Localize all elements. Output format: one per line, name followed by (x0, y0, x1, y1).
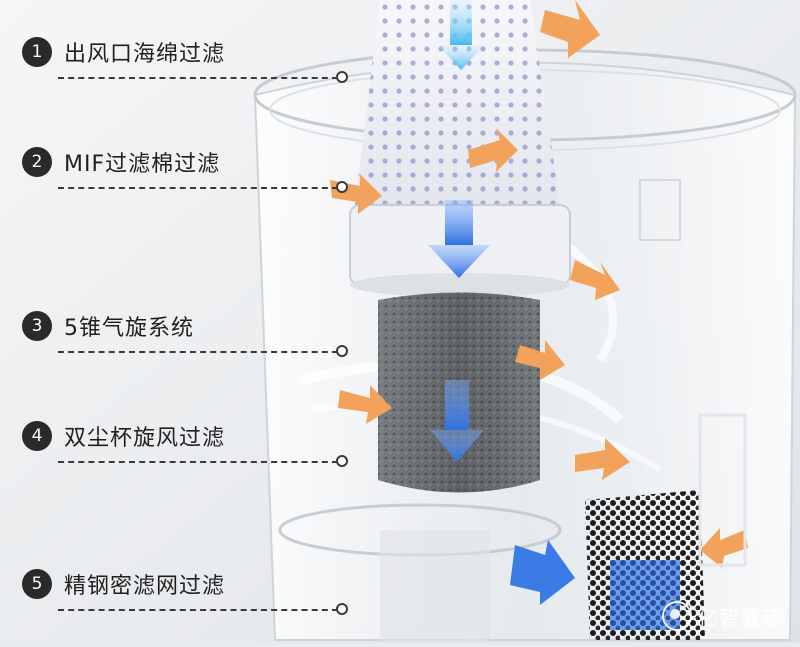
stage-label-1: 1 出风口海绵过滤 (22, 32, 225, 72)
leader-line (58, 77, 338, 79)
stage-label-text: 5锥气旋系统 (64, 316, 194, 341)
stage-label-text: 出风口海绵过滤 (64, 42, 226, 67)
stage-number-badge: 2 (22, 147, 52, 177)
stage-number-badge: 4 (22, 421, 52, 451)
watermark-text: 亿智蘑菇 (698, 605, 782, 630)
stage-label-3: 3 5锥气旋系统 (22, 306, 194, 346)
stage-label-2: 2 MIF过滤棉过滤 (22, 142, 220, 182)
leader-line (58, 461, 338, 463)
stage-number-badge: 3 (22, 311, 52, 341)
leader-dot (336, 181, 348, 193)
stage-label-text: 精钢密滤网过滤 (64, 574, 226, 599)
leader-dot (336, 455, 348, 467)
leader-dot (336, 603, 348, 615)
leader-line (58, 351, 338, 353)
stage-number-badge: 5 (22, 569, 52, 599)
stage-label-text: 双尘杯旋风过滤 (64, 426, 226, 451)
leader-line (58, 187, 338, 189)
stage-label-4: 4 双尘杯旋风过滤 (22, 416, 225, 456)
stage-label-text: MIF过滤棉过滤 (64, 152, 221, 177)
leader-line (58, 609, 338, 611)
leader-dot (336, 71, 348, 83)
leader-dot (336, 345, 348, 357)
stage-number-badge: 1 (22, 37, 52, 67)
stage-label-5: 5 精钢密滤网过滤 (22, 564, 225, 604)
watermark: 亿智蘑菇 (662, 601, 782, 631)
watermark-logo-icon (662, 601, 692, 631)
